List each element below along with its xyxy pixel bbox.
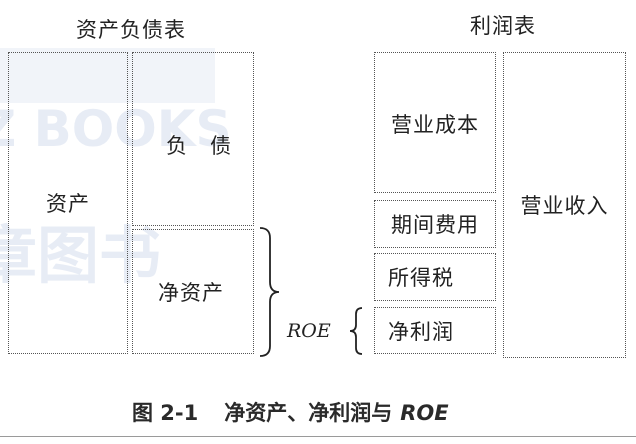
liabilities-box: 负 债 (132, 52, 254, 226)
watermark-block (0, 48, 215, 103)
revenue-box: 营业收入 (503, 52, 626, 358)
caption-text: 净资产、净利润与 (224, 401, 393, 425)
watermark-line1: Z BOOKS (0, 100, 232, 158)
net-profit-box: 净利润 (374, 307, 496, 354)
watermark: Z BOOKS 章图书 (0, 40, 260, 292)
net-profit-label: 净利润 (388, 319, 454, 344)
equity-label: 净资产 (158, 280, 224, 305)
net-profit-brace (349, 307, 363, 355)
caption-roe: ROE (400, 401, 449, 425)
income-tax-box: 所得税 (374, 253, 496, 301)
revenue-label: 营业收入 (520, 194, 609, 218)
period-expenses-label: 期间费用 (391, 213, 479, 237)
period-expenses-box: 期间费用 (374, 200, 496, 248)
balance-sheet-title: 资产负债表 (76, 18, 186, 42)
assets-label: 资产 (46, 192, 90, 216)
bottom-divider (0, 436, 636, 437)
watermark-line2: 章图书 (0, 219, 162, 292)
cost-of-sales-label: 营业成本 (391, 112, 479, 137)
income-statement-title: 利润表 (470, 14, 536, 38)
caption-number: 图 2-1 (132, 401, 199, 425)
equity-box: 净资产 (132, 229, 254, 354)
figure-caption: 图 2-1 净资产、净利润与 ROE (132, 397, 449, 427)
income-tax-label: 所得税 (388, 266, 454, 290)
liabilities-label: 负 债 (166, 134, 232, 158)
cost-of-sales-box: 营业成本 (374, 52, 496, 193)
assets-box: 资产 (8, 52, 128, 354)
roe-label: ROE (287, 320, 331, 342)
equity-brace (259, 227, 280, 357)
